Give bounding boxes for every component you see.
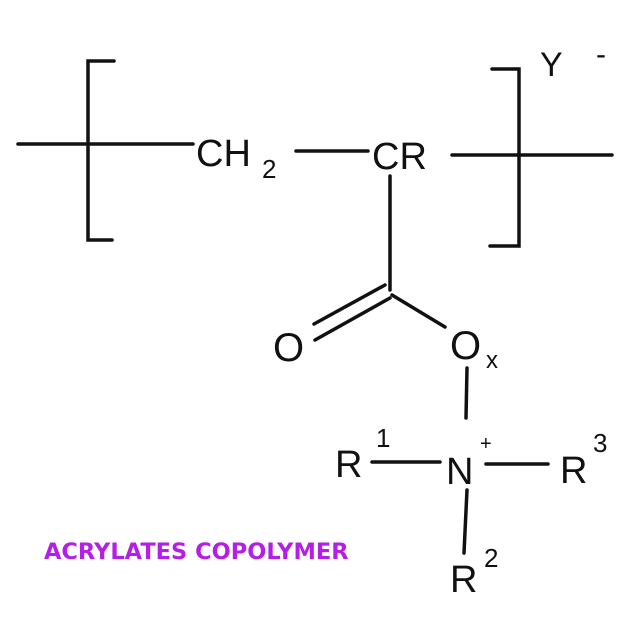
ester-oxygen-subscript: x <box>486 347 498 374</box>
diagram-title: ACRYLATES COPOLYMER <box>44 539 349 565</box>
carbonyl-oxygen-label: O <box>273 326 304 370</box>
ch2-label: CH <box>196 133 251 175</box>
carbonyl-double-bond-2 <box>313 296 392 342</box>
counter-ion-label: Y <box>540 46 563 84</box>
nitrogen-charge: + <box>480 433 492 455</box>
oxygen-nitrogen-bond <box>464 366 469 420</box>
r1-superscript: 1 <box>376 423 390 453</box>
nitrogen-label: N <box>446 451 473 493</box>
bonds <box>16 59 614 555</box>
r3-label: R <box>560 450 587 492</box>
r2-superscript: 2 <box>484 543 498 573</box>
r2-label: R <box>450 559 477 601</box>
nitrogen-r2-bond <box>462 488 469 555</box>
left-bracket <box>86 59 116 242</box>
counter-ion-charge: - <box>596 38 606 71</box>
ester-oxygen-label: O <box>450 324 481 368</box>
carbonyl-double-bond-1 <box>312 283 387 326</box>
ester-bond <box>390 293 447 329</box>
ch2-subscript: 2 <box>262 154 276 184</box>
right-bracket <box>488 67 521 248</box>
r1-label: R <box>335 444 362 486</box>
cr-label: CR <box>372 136 427 178</box>
r3-superscript: 3 <box>593 428 607 458</box>
